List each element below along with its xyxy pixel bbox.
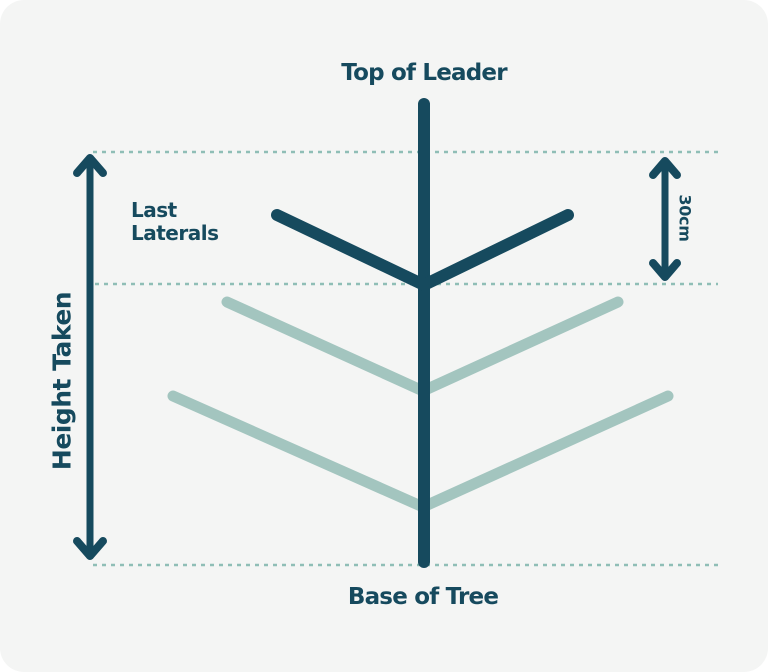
last-laterals-label-line2: Laterals — [131, 221, 219, 245]
height-taken-arrow — [73, 154, 107, 560]
last-laterals-label-line1: Last — [131, 198, 177, 222]
top-of-leader-label: Top of Leader — [341, 60, 507, 86]
last-laterals-label: Last Laterals — [131, 198, 219, 245]
lateral-spacing-arrow — [649, 157, 681, 281]
lateral-spacing-arrowhead-bottom — [649, 259, 681, 281]
height-taken-arrowhead-top — [73, 154, 107, 177]
base-of-tree-label: Base of Tree — [347, 584, 499, 610]
height-taken-label: Height Taken — [47, 291, 77, 471]
height-taken-arrowhead-bottom — [73, 537, 107, 560]
lateral-spacing-arrowhead-top — [649, 157, 681, 179]
last-laterals-branch — [271, 209, 574, 291]
lateral-spacing-label: 30cm — [675, 194, 695, 242]
